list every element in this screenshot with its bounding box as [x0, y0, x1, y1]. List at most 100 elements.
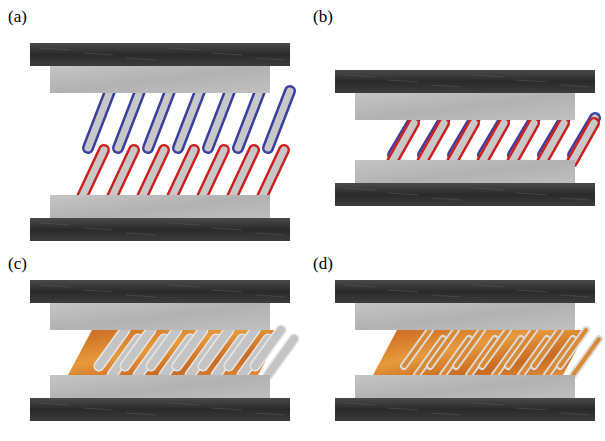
hairpin — [202, 150, 224, 197]
plate-texture — [212, 53, 242, 55]
hairpin-core — [178, 91, 200, 148]
hairpin-core — [82, 150, 104, 197]
plate-texture — [517, 290, 547, 292]
plate-texture — [345, 285, 375, 287]
bottom-slab — [50, 375, 270, 402]
plate-texture — [388, 408, 418, 410]
plate-texture — [255, 413, 285, 415]
plate-texture — [560, 85, 590, 87]
hairpin — [82, 150, 104, 197]
hairpin — [262, 150, 284, 197]
plate-texture — [560, 295, 590, 297]
hairpin-core — [572, 123, 594, 162]
plate-texture — [388, 290, 418, 292]
plate-texture — [83, 290, 113, 292]
plate-texture — [431, 413, 461, 415]
plate-texture — [517, 408, 547, 410]
bottom-plate — [335, 398, 595, 421]
hairpin-core — [392, 123, 414, 162]
hairpin-core — [422, 123, 444, 162]
hairpin-core — [142, 150, 164, 197]
plate-texture — [212, 228, 242, 230]
hairpin-core — [512, 123, 534, 162]
hairpin-core — [202, 150, 224, 197]
hairpin — [452, 123, 474, 162]
plate-texture — [169, 48, 199, 50]
plate-texture — [169, 223, 199, 225]
plate-texture — [345, 188, 375, 190]
hairpin — [88, 91, 110, 148]
panel-label: (d) — [313, 255, 333, 272]
plate-texture — [431, 295, 461, 297]
finger-core — [573, 339, 599, 375]
top-plate — [30, 43, 290, 66]
bottom-plate — [30, 398, 290, 421]
hairpin-core — [238, 91, 260, 148]
hairpin — [178, 91, 200, 148]
plate-texture — [83, 53, 113, 55]
plate-texture — [126, 58, 156, 60]
plate-texture — [388, 193, 418, 195]
bottom-slab — [355, 375, 575, 402]
plate-texture — [517, 193, 547, 195]
hairpin — [142, 150, 164, 197]
finger — [268, 339, 294, 375]
plate-texture — [517, 80, 547, 82]
hairpin-core — [112, 150, 134, 197]
hairpin — [118, 91, 140, 148]
hairpin-core — [118, 91, 140, 148]
plate-texture — [255, 58, 285, 60]
plate-texture — [40, 285, 70, 287]
plate-texture — [388, 80, 418, 82]
plate-texture — [474, 285, 504, 287]
plate-texture — [560, 413, 590, 415]
plate-texture — [126, 233, 156, 235]
hairpin — [268, 91, 290, 148]
top-plate — [335, 280, 595, 303]
plate-texture — [40, 223, 70, 225]
plate-texture — [345, 403, 375, 405]
hairpin-core — [452, 123, 474, 162]
plate-texture — [474, 188, 504, 190]
plate-texture — [474, 403, 504, 405]
top-slab — [355, 93, 575, 120]
panel-label: (a) — [8, 8, 27, 25]
top-slab — [50, 66, 270, 93]
plate-texture — [169, 403, 199, 405]
hairpin — [392, 123, 414, 162]
hairpin — [148, 91, 170, 148]
hairpin — [512, 123, 534, 162]
top-slab — [50, 303, 270, 330]
hairpin-core — [148, 91, 170, 148]
top-slab — [355, 303, 575, 330]
hairpin — [208, 91, 230, 148]
plate-texture — [431, 85, 461, 87]
bottom-slab — [355, 160, 575, 187]
top-plate — [30, 280, 290, 303]
plate-texture — [169, 285, 199, 287]
panel-label: (b) — [313, 8, 333, 25]
bottom-plate — [335, 183, 595, 206]
plate-texture — [83, 228, 113, 230]
plate-texture — [83, 408, 113, 410]
bottom-slab — [50, 195, 270, 222]
plate-texture — [474, 75, 504, 77]
hairpin — [232, 150, 254, 197]
plate-texture — [40, 403, 70, 405]
plate-texture — [40, 48, 70, 50]
hairpin — [238, 91, 260, 148]
plate-texture — [345, 75, 375, 77]
plate-texture — [560, 198, 590, 200]
hairpin — [482, 123, 504, 162]
panel-label: (c) — [8, 255, 27, 272]
finger-core — [268, 339, 294, 375]
hairpin-core — [88, 91, 110, 148]
hairpin-core — [172, 150, 194, 197]
filled-region — [373, 330, 587, 375]
hairpin-core — [268, 91, 290, 148]
hairpin — [572, 123, 594, 162]
hairpin — [172, 150, 194, 197]
hairpin — [542, 123, 564, 162]
filled-region — [68, 330, 282, 375]
